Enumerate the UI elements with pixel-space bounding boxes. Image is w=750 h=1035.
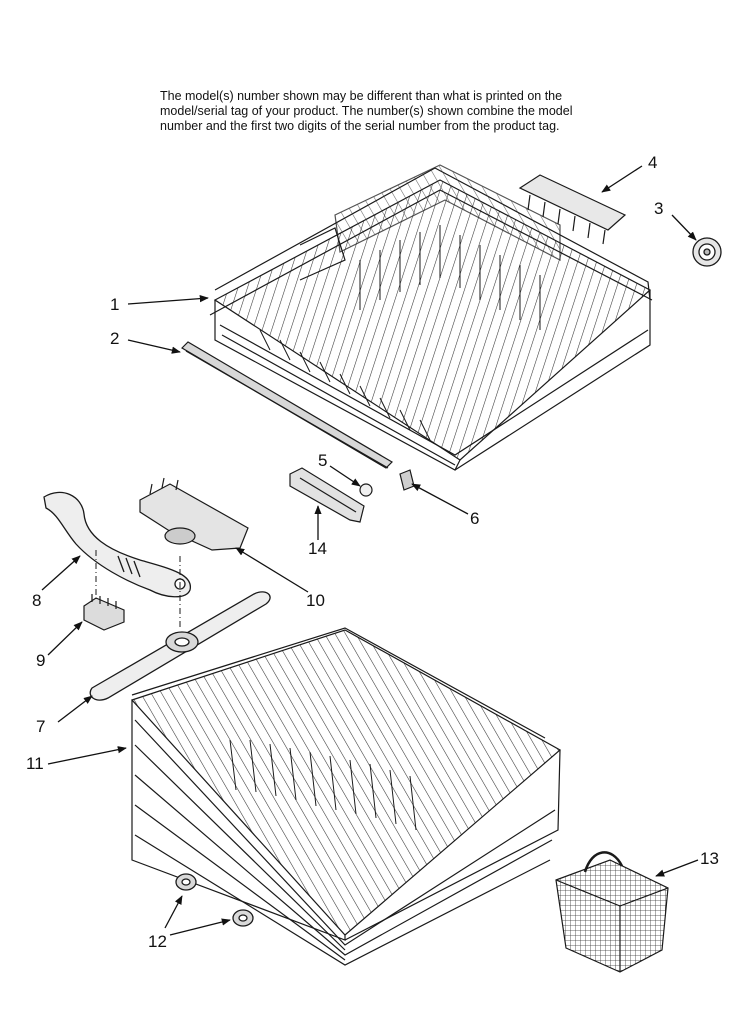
callout-1: 1 <box>110 295 120 314</box>
note-line: number and the first two digits of the s… <box>160 119 560 133</box>
callout-14: 14 <box>308 539 327 558</box>
alignment-lines <box>95 550 181 630</box>
callout-8: 8 <box>32 591 42 610</box>
manifold <box>139 477 249 551</box>
callout-11: 11 <box>26 754 44 773</box>
lower-rack-wheel <box>175 873 254 927</box>
callout-2: 2 <box>110 329 120 348</box>
callout-9: 9 <box>36 651 46 670</box>
rail-end-cap <box>399 469 415 491</box>
note-line: model/serial tag of your product. The nu… <box>160 104 573 118</box>
note-line: The model(s) number shown may be differe… <box>160 89 563 103</box>
callout-10: 10 <box>306 591 325 610</box>
lower-rack <box>130 627 562 966</box>
rack-rail <box>181 341 393 469</box>
callout-12: 12 <box>148 932 167 951</box>
callout-4: 4 <box>648 153 658 172</box>
silverware-basket <box>555 851 669 973</box>
tine-row <box>518 174 627 245</box>
callout-5: 5 <box>318 451 328 470</box>
rack-wheel <box>692 237 722 267</box>
leader-lines <box>41 165 699 936</box>
callout-3: 3 <box>654 199 664 218</box>
spray-arm-clip <box>83 594 125 631</box>
callout-6: 6 <box>470 509 480 528</box>
lower-spray-arm <box>89 591 271 701</box>
callout-13: 13 <box>700 849 719 868</box>
rail-stop-ball <box>359 483 373 497</box>
rail-bracket <box>289 467 365 523</box>
model-number-note: The model(s) number shown may be differe… <box>160 89 630 134</box>
upper-rack <box>209 164 653 471</box>
callout-7: 7 <box>36 717 46 736</box>
